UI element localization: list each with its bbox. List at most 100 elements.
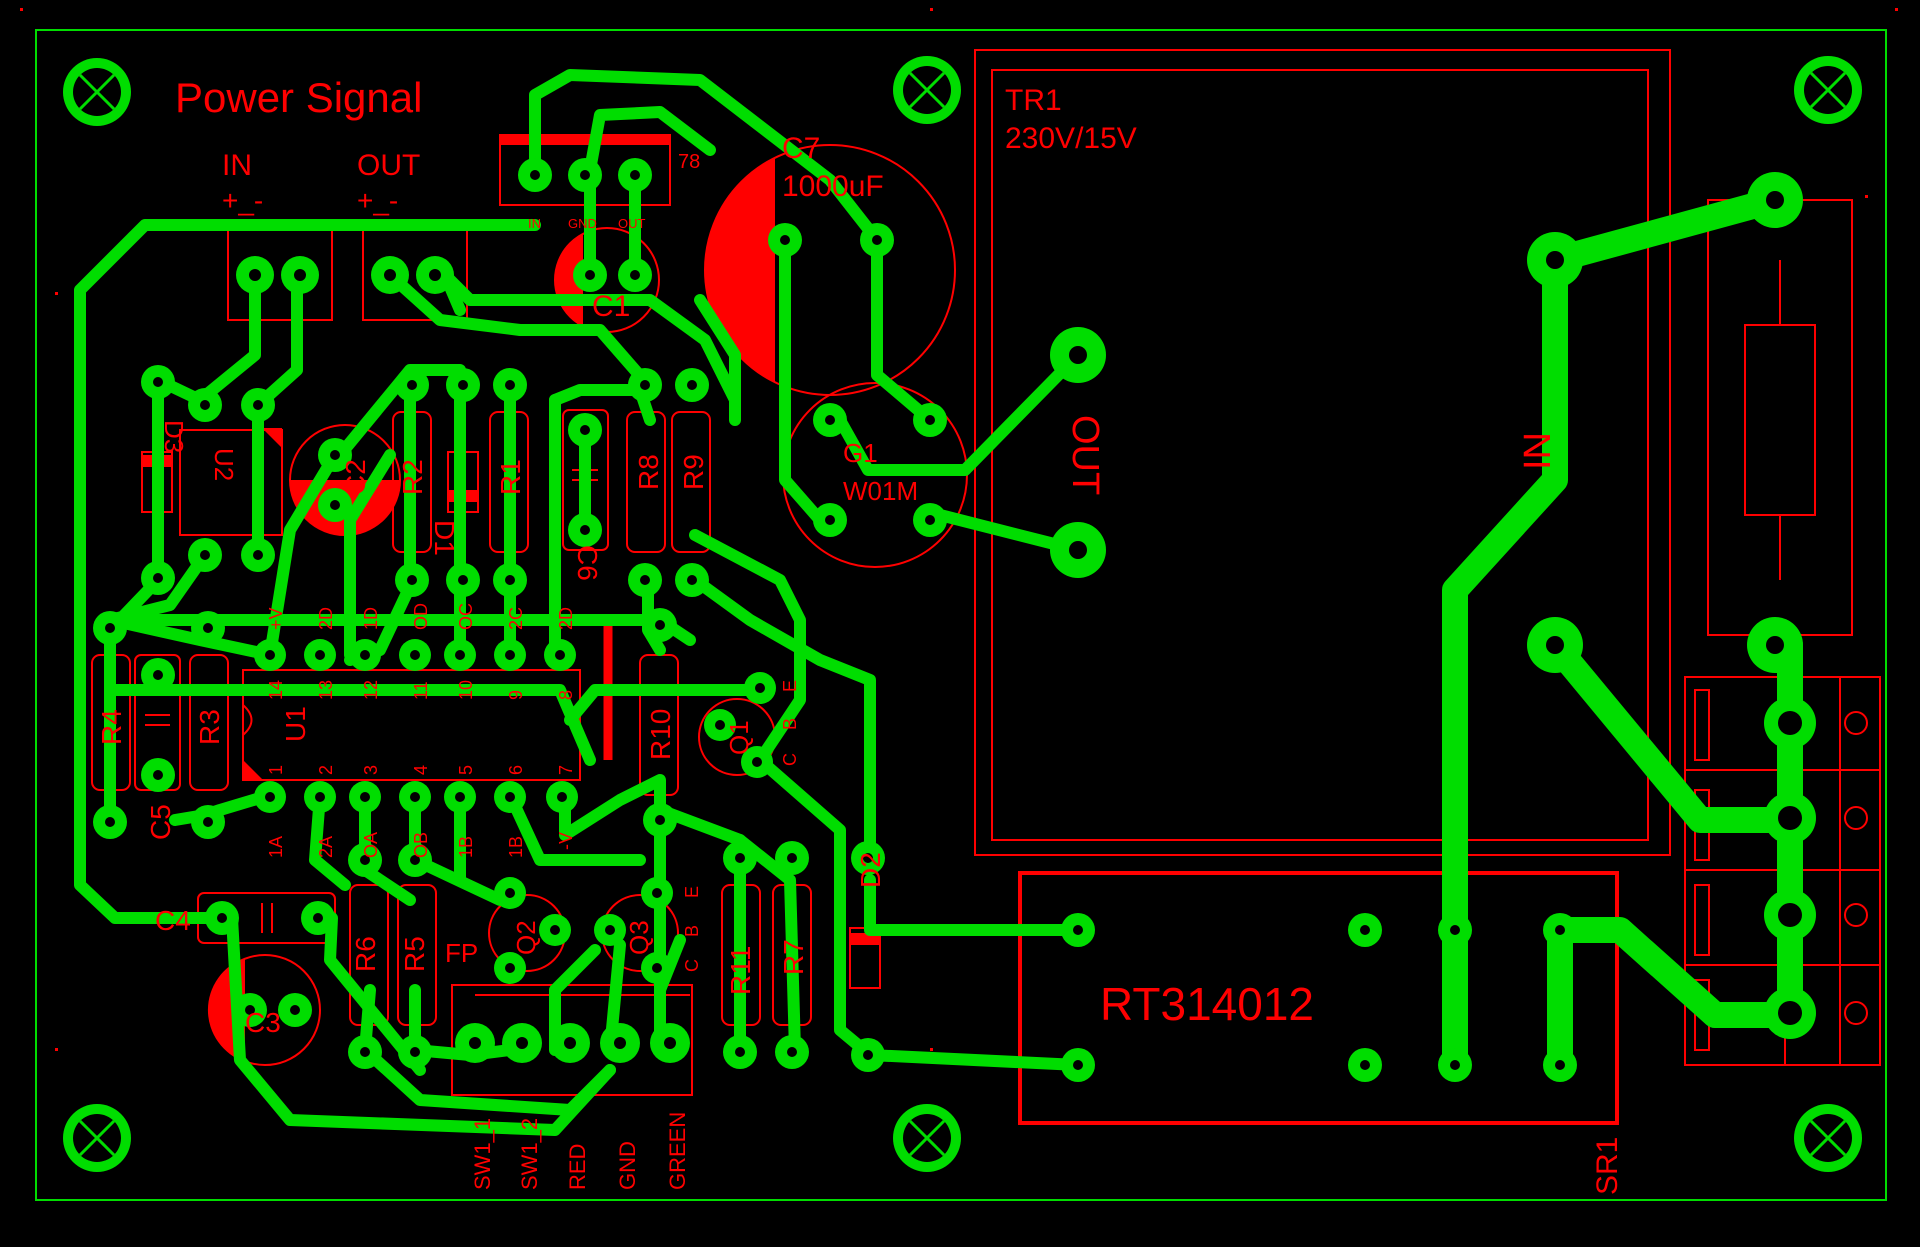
in-polarity: +_- <box>222 185 263 216</box>
transformer-value: 230V/15V <box>1005 122 1137 155</box>
bridge-ref: G1 <box>843 438 878 468</box>
bridge-value: W01M <box>843 476 918 506</box>
svg-text:OA: OA <box>361 832 381 858</box>
out-polarity: +_- <box>357 185 398 216</box>
c7-value: 1000uF <box>782 170 884 203</box>
fuse-holder <box>1707 199 1853 636</box>
c2-ref: C2 <box>340 459 371 495</box>
q1-ref: Q1 <box>724 720 754 755</box>
svg-text:E: E <box>780 680 800 692</box>
q3-pin-labels: E B C <box>682 886 702 972</box>
u2-outline <box>179 428 283 536</box>
r3-ref: R3 <box>194 709 225 745</box>
svg-text:B: B <box>682 925 702 937</box>
svg-text:10: 10 <box>456 680 476 700</box>
svg-text:-V: -V <box>556 832 576 850</box>
fp-pin-sw1-1: SW1_1 <box>470 1118 495 1190</box>
svg-text:5: 5 <box>456 765 476 775</box>
c6-ref: C6 <box>572 545 603 581</box>
svg-text:OC: OC <box>456 603 476 630</box>
svg-text:2C: 2C <box>506 607 526 630</box>
svg-text:E: E <box>682 886 702 898</box>
r11-ref: R11 <box>725 946 756 995</box>
pads <box>93 158 1816 1082</box>
svg-text:C: C <box>682 959 702 972</box>
svg-text:7: 7 <box>556 765 576 775</box>
mounting-hole-bottom-left <box>63 1104 131 1172</box>
mounting-hole-bottom-right <box>1794 1104 1862 1172</box>
svg-text:8: 8 <box>556 690 576 700</box>
fp-pin-sw1-2: SW1_2 <box>517 1118 542 1190</box>
transformer-out-label: OUT <box>1064 415 1106 495</box>
regulator-pin-out: OUT <box>618 216 646 231</box>
d1-ref: D1 <box>429 520 460 556</box>
q2-ref: Q2 <box>511 920 541 955</box>
r1-ref: R1 <box>495 459 526 495</box>
svg-text:1D: 1D <box>361 607 381 630</box>
mounting-hole-bottom-mid <box>893 1104 961 1172</box>
svg-text:1: 1 <box>266 765 286 775</box>
svg-text:2: 2 <box>316 765 336 775</box>
u2-ref: U2 <box>209 448 239 481</box>
r5-ref: R5 <box>399 936 430 972</box>
svg-text:2D: 2D <box>316 607 336 630</box>
q1-pin-labels: E B C <box>780 680 800 766</box>
relay-ref: SR1 <box>1591 1137 1624 1195</box>
svg-text:+V: +V <box>266 607 286 630</box>
c4-ref: C4 <box>155 905 191 936</box>
q3-ref: Q3 <box>624 920 654 955</box>
svg-text:2A: 2A <box>316 836 336 858</box>
regulator-pin-gnd: GND <box>568 216 597 231</box>
fp-pin-gnd: GND <box>615 1141 640 1190</box>
u1-pin-labels: 14 13 12 11 10 9 8 +V 2D 1D OD OC 2C 2D … <box>266 603 576 858</box>
mains-in-label: IN <box>1517 432 1559 470</box>
board-outline <box>35 29 1887 1201</box>
svg-text:13: 13 <box>316 680 336 700</box>
svg-text:11: 11 <box>411 681 431 700</box>
relay-outline <box>1018 871 1619 1125</box>
c1-ref: C1 <box>592 290 630 323</box>
svg-text:1A: 1A <box>266 836 286 858</box>
svg-text:9: 9 <box>506 690 526 700</box>
d3-ref: D3 <box>159 420 189 453</box>
r8-ref: R8 <box>633 454 664 490</box>
mounting-hole-top-right <box>1794 56 1862 124</box>
fp-label: FP <box>445 938 478 968</box>
svg-text:C: C <box>780 753 800 766</box>
fp-pin-green: GREEN <box>665 1112 690 1190</box>
corner-marks <box>20 8 1898 1051</box>
relay-value: RT314012 <box>1100 978 1314 1030</box>
svg-text:1B: 1B <box>506 836 526 858</box>
transformer-outline-inner <box>991 69 1649 841</box>
svg-text:2D: 2D <box>556 607 576 630</box>
out-label: OUT <box>357 149 420 182</box>
in-label: IN <box>222 149 252 182</box>
d2-ref: D2 <box>855 852 886 888</box>
board-title: Power Signal <box>175 74 422 121</box>
regulator-pin-in: IN <box>528 216 541 231</box>
r10-ref: R10 <box>645 709 676 760</box>
c5-ref: C5 <box>145 804 176 840</box>
r2-ref: R2 <box>397 459 428 495</box>
mounting-hole-top-mid <box>893 56 961 124</box>
mounting-hole-top-left <box>63 58 131 126</box>
r9-ref: R9 <box>678 454 709 490</box>
svg-text:OB: OB <box>411 832 431 858</box>
fp-pin-red: RED <box>565 1144 590 1190</box>
c7-ref: C7 <box>782 132 820 165</box>
regulator-label: 78 <box>678 151 700 173</box>
transformer-ref: TR1 <box>1005 84 1062 117</box>
svg-text:12: 12 <box>361 680 381 700</box>
svg-text:4: 4 <box>411 765 431 775</box>
svg-text:OD: OD <box>411 603 431 630</box>
u1-ref: U1 <box>280 706 311 742</box>
r7-ref: R7 <box>778 939 809 975</box>
svg-text:14: 14 <box>266 680 286 700</box>
svg-text:6: 6 <box>506 765 526 775</box>
r4-ref: R4 <box>96 709 127 745</box>
r6-ref: R6 <box>350 936 381 972</box>
c3-ref: C3 <box>245 1007 281 1038</box>
svg-text:B: B <box>780 718 800 730</box>
copper-traces <box>74 69 1803 1136</box>
